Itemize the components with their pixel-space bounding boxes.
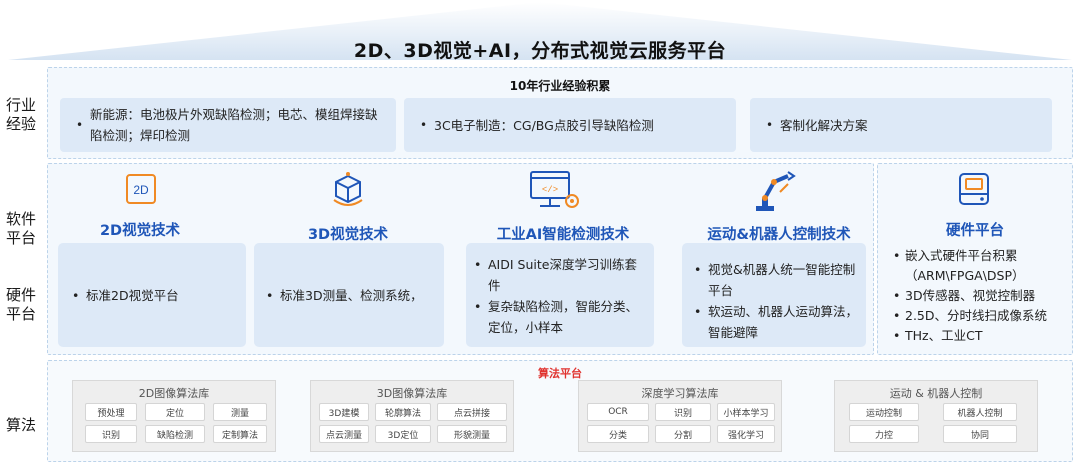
hardware-list: 嵌入式硬件平台积累 （ARM\FPGA\DSP） 3D传感器、视觉控制器 2.5… (893, 246, 1047, 346)
tech-item: 标准3D测量、检测系统， (266, 285, 423, 306)
tech-item: 视觉&机器人统一智能控制平台 (694, 259, 858, 301)
tech-title-ai: 工业AI智能检测技术 (496, 227, 630, 243)
svg-text:2D: 2D (133, 183, 149, 197)
hardware-item: （ARM\FPGA\DSP） (905, 268, 1025, 283)
svg-text:</>: </> (542, 185, 558, 195)
tech-item: 标准2D视觉平台 (72, 285, 179, 306)
algo-chip: 分割 (655, 425, 711, 443)
experience-item: • 3C电子制造：CG/BG点胶引导缺陷检测 (404, 98, 736, 152)
algo-chip: 机器人控制 (943, 403, 1017, 421)
side-label-hardware: 硬件 平台 (5, 286, 36, 323)
experience-item-text: 新能源：电池极片外观缺陷检测；电芯、模组焊接缺陷检测；焊印检测 (90, 107, 378, 143)
hardware-item: THz、工业CT (893, 326, 1047, 346)
hardware-title: 硬件平台 (946, 223, 1004, 239)
experience-item-text: 客制化解决方案 (780, 117, 868, 133)
tech-box-ai: AIDI Suite深度学习训练套件 复杂缺陷检测，智能分类、定位，小样本 (466, 243, 654, 347)
algo-group-motion-robot: 运动 & 机器人控制 运动控制 机器人控制 力控 协同 (834, 380, 1038, 452)
roof-shape (8, 2, 1072, 60)
algo-chip: OCR (587, 403, 649, 421)
algo-chip: 识别 (655, 403, 711, 421)
algo-group-title: 深度学习算法库 (641, 387, 719, 400)
main-title: 2D、3D视觉+AI，分布式视觉云服务平台 (353, 40, 727, 62)
tech-box-robot: 视觉&机器人统一智能控制平台 软运动、机器人运动算法，智能避障 (682, 243, 866, 347)
hardware-device-icon (959, 173, 989, 205)
experience-item-text: 3C电子制造：CG/BG点胶引导缺陷检测 (434, 117, 654, 133)
algo-chip: 3D建模 (319, 403, 369, 421)
experience-item: • 新能源：电池极片外观缺陷检测；电芯、模组焊接缺陷检测；焊印检测 (60, 98, 396, 152)
hardware-item: 嵌入式硬件平台积累 (893, 246, 1047, 266)
algo-group-title: 3D图像算法库 (376, 387, 448, 400)
robot-arm-icon (756, 171, 796, 211)
algo-group-2d: 2D图像算法库 预处理 定位 测量 识别 缺陷检测 定制算法 (72, 380, 276, 452)
algo-chip: 强化学习 (717, 425, 775, 443)
algo-chip: 3D定位 (375, 425, 431, 443)
algo-group-title: 运动 & 机器人控制 (889, 387, 983, 400)
algo-chip: 预处理 (85, 403, 137, 421)
algo-chip: 定制算法 (213, 425, 267, 443)
algo-group-title: 2D图像算法库 (138, 387, 210, 400)
algo-chip: 点云拼接 (437, 403, 507, 421)
2d-vision-icon: 2D (126, 174, 156, 204)
tech-title-2d: 2D视觉技术 (99, 223, 181, 239)
algo-chip: 测量 (213, 403, 267, 421)
side-label-industry: 行业 经验 (5, 96, 36, 133)
hardware-item: 2.5D、分时线扫成像系统 (893, 306, 1047, 326)
algo-chip: 点云测量 (319, 425, 369, 443)
algo-chip: 力控 (849, 425, 919, 443)
ai-monitor-icon: </> (530, 171, 579, 208)
algo-group-deep-learning: 深度学习算法库 OCR 识别 小样本学习 分类 分割 强化学习 (578, 380, 782, 452)
algo-chip: 运动控制 (849, 403, 919, 421)
algo-chip: 缺陷检测 (145, 425, 205, 443)
experience-title: 10年行业经验积累 (509, 79, 611, 93)
tech-item: 复杂缺陷检测，智能分类、定位，小样本 (474, 296, 646, 338)
algo-chip: 小样本学习 (717, 403, 775, 421)
algo-chip: 轮廓算法 (375, 403, 431, 421)
3d-cube-icon (333, 172, 363, 206)
hardware-item: 3D传感器、视觉控制器 (893, 286, 1047, 306)
algo-chip: 协同 (943, 425, 1017, 443)
side-label-software: 软件 平台 (5, 210, 36, 247)
experience-item: • 客制化解决方案 (750, 98, 1052, 152)
algo-group-3d: 3D图像算法库 3D建模 轮廓算法 点云拼接 点云测量 3D定位 形貌测量 (310, 380, 514, 452)
tech-title-3d: 3D视觉技术 (307, 227, 389, 243)
tech-box-3d: 标准3D测量、检测系统， (254, 243, 444, 347)
algorithm-title: 算法平台 (538, 367, 582, 380)
tech-box-2d: 标准2D视觉平台 (58, 243, 246, 347)
side-label-algorithm: 算法 (5, 416, 36, 434)
algo-chip: 形貌测量 (437, 425, 507, 443)
tech-item: 软运动、机器人运动算法，智能避障 (694, 301, 858, 343)
algo-chip: 分类 (587, 425, 649, 443)
tech-item: AIDI Suite深度学习训练套件 (474, 254, 646, 296)
algo-chip: 定位 (145, 403, 205, 421)
tech-title-robot: 运动&机器人控制技术 (707, 227, 851, 243)
algo-chip: 识别 (85, 425, 137, 443)
